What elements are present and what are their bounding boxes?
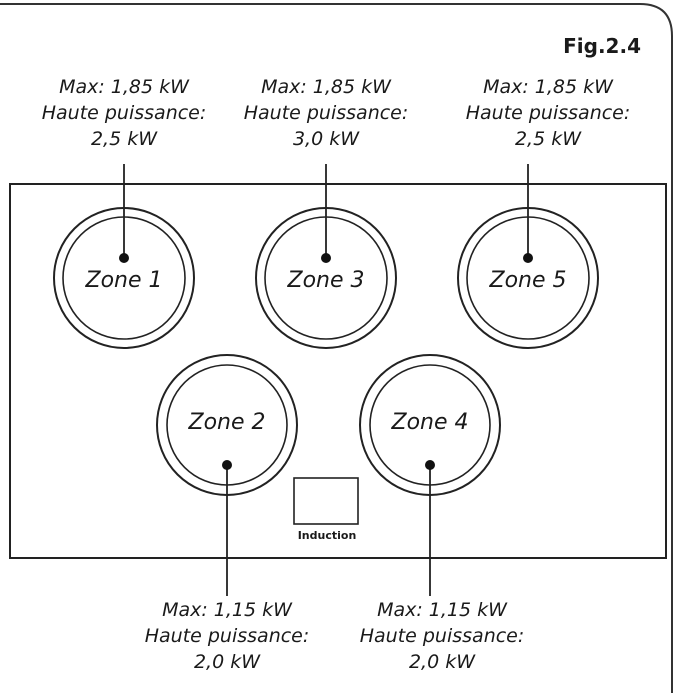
zone-2-boost: 2,0 kW	[193, 651, 261, 673]
zone-4-burner	[359, 354, 501, 596]
zone-4-boost: 2,0 kW	[408, 651, 476, 673]
induction-label: Induction	[297, 529, 357, 542]
zone-4-boost-label: Haute puissance:	[359, 625, 525, 647]
zone-1-power-label: Max: 1,85 kW Haute puissance: 2,5 kW	[19, 74, 229, 152]
zone-2-name: Zone 2	[188, 410, 266, 435]
zone-5-burner	[457, 164, 599, 349]
zone-5-name: Zone 5	[489, 268, 567, 293]
control-panel-box	[293, 477, 359, 525]
zone-1-name: Zone 1	[85, 268, 163, 293]
zone-1-burner	[53, 164, 195, 349]
figure-label: Fig.2.4	[563, 34, 641, 58]
zone-2-boost-label: Haute puissance:	[144, 625, 310, 647]
zone-4-max: Max: 1,15 kW	[377, 599, 507, 621]
zone-1-boost-label: Haute puissance:	[41, 102, 207, 124]
zone-5-boost: 2,5 kW	[514, 128, 582, 150]
zone-2-max: Max: 1,15 kW	[162, 599, 292, 621]
zone-3-boost-label: Haute puissance:	[243, 102, 409, 124]
zone-2-power-label: Max: 1,15 kW Haute puissance: 2,0 kW	[122, 597, 332, 675]
zone-2-burner	[156, 354, 298, 596]
zone-1-max: Max: 1,85 kW	[59, 76, 189, 98]
zone-3-name: Zone 3	[287, 268, 365, 293]
zone-3-burner	[255, 164, 397, 349]
zone-3-max: Max: 1,85 kW	[261, 76, 391, 98]
zone-5-max: Max: 1,85 kW	[483, 76, 613, 98]
zone-3-power-label: Max: 1,85 kW Haute puissance: 3,0 kW	[221, 74, 431, 152]
zone-3-boost: 3,0 kW	[292, 128, 360, 150]
zone-4-name: Zone 4	[391, 410, 469, 435]
zone-4-power-label: Max: 1,15 kW Haute puissance: 2,0 kW	[337, 597, 547, 675]
zone-5-boost-label: Haute puissance:	[465, 102, 631, 124]
figure-frame	[0, 3, 673, 693]
cooktop-outline	[9, 183, 667, 559]
zone-5-power-label: Max: 1,85 kW Haute puissance: 2,5 kW	[443, 74, 653, 152]
zone-1-boost: 2,5 kW	[90, 128, 158, 150]
